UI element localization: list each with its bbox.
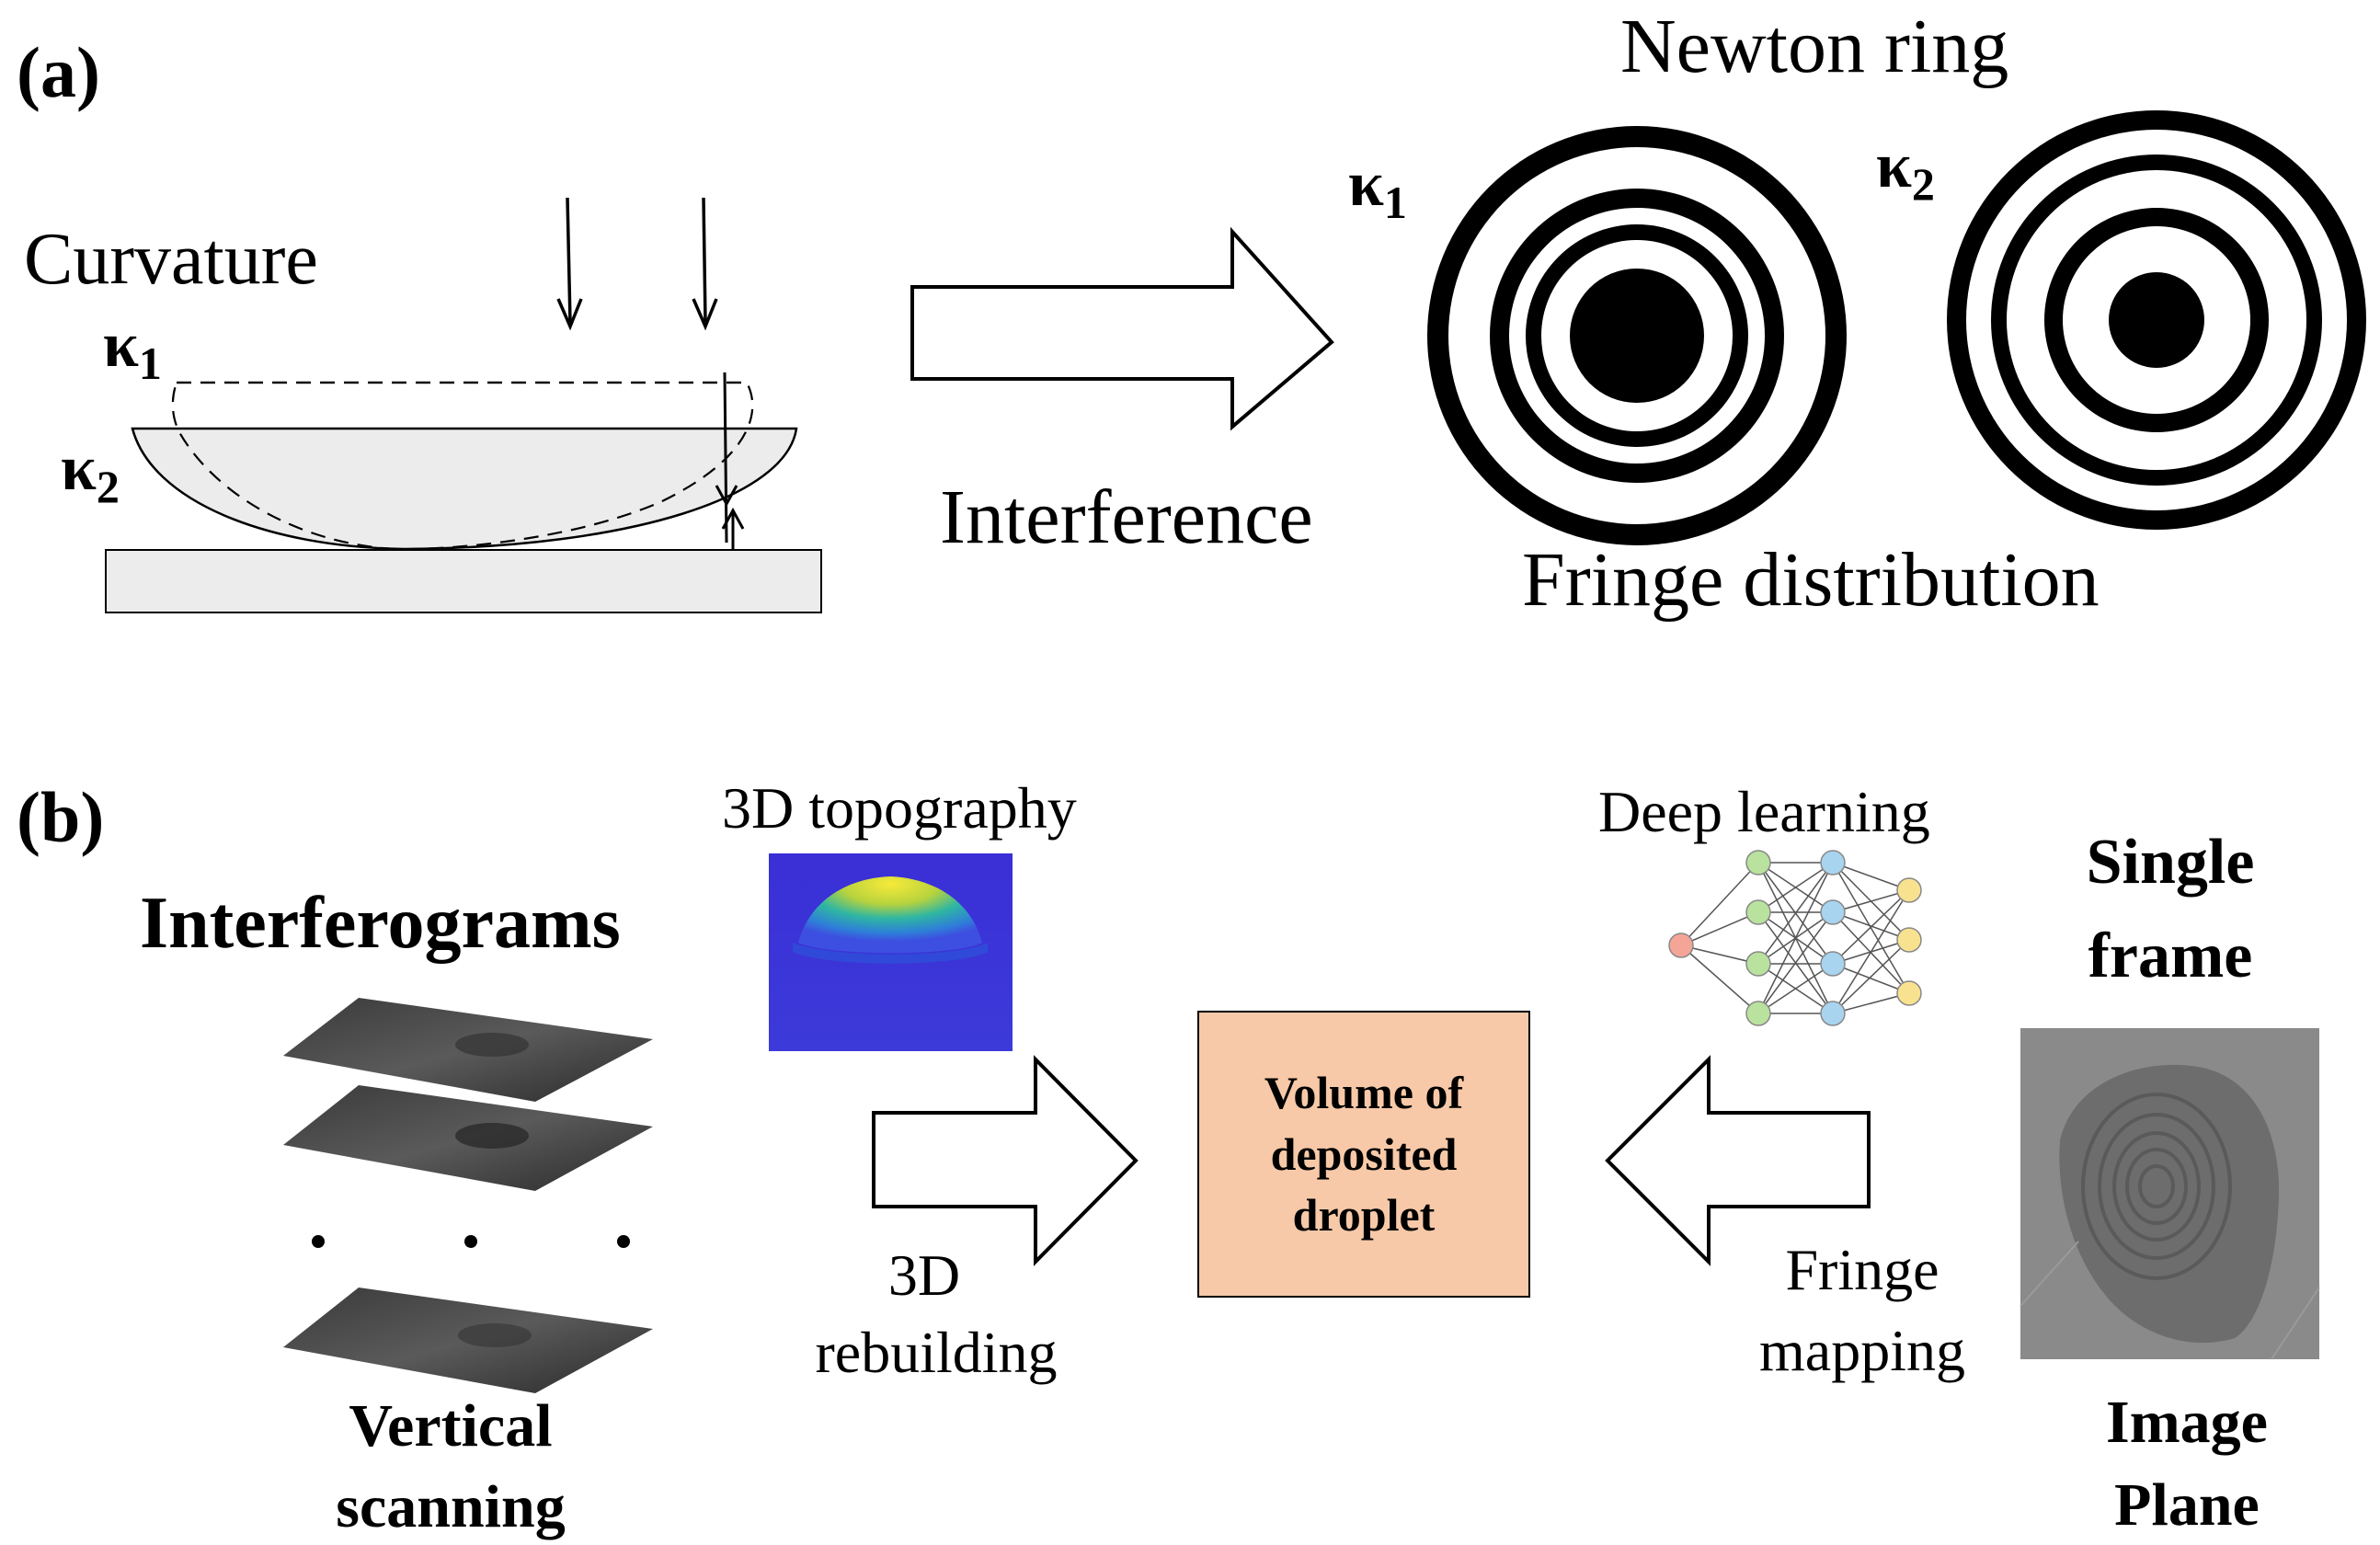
ellipsis-dots — [312, 1235, 630, 1248]
nn-edge — [1757, 963, 1834, 1014]
kappa2-label: κ2 — [61, 433, 120, 512]
nn-node — [1820, 951, 1846, 977]
gap-arrows — [715, 372, 745, 550]
nn-edge — [1832, 992, 1910, 1014]
rebuilding-arrow — [872, 1055, 1139, 1266]
volume-box-line3: droplet — [1293, 1189, 1436, 1241]
fringe-mapping-arrow — [1605, 1055, 1871, 1266]
deep-learning-label: Deep learning — [1598, 779, 1930, 844]
image-plane-label: Image — [2106, 1389, 2268, 1456]
newton-ring-kappa1 — [1427, 126, 1847, 545]
vertical-scanning-label: Vertical — [349, 1392, 552, 1459]
nn-node — [1745, 850, 1771, 876]
nn-node — [1820, 850, 1846, 876]
rebuilding-label: 3D — [888, 1242, 960, 1308]
single-frame-label-2: frame — [2088, 921, 2253, 991]
nn-node — [1820, 899, 1846, 925]
kappa1-label: κ1 — [103, 310, 162, 389]
curvature-label: Curvature — [24, 219, 318, 300]
nn-node — [1745, 899, 1771, 925]
rebuilding-label-2: rebuilding — [815, 1320, 1057, 1385]
nn-edge — [1680, 862, 1759, 946]
interference-label: Interference — [940, 475, 1313, 560]
volume-box-line2: deposited — [1271, 1128, 1458, 1180]
nn-node — [1745, 1001, 1771, 1026]
newton-ring-label: Newton ring — [1620, 4, 2008, 89]
nn-edge — [1832, 862, 1910, 891]
ring-kappa2-label: κ2 — [1876, 131, 1935, 210]
volume-box-line1: Volume of — [1264, 1067, 1465, 1118]
ring-kappa1-label: κ1 — [1348, 149, 1407, 228]
nn-node — [1745, 951, 1771, 977]
vertical-scanning-label-2: scanning — [336, 1473, 565, 1540]
topography-image — [769, 853, 1013, 1051]
newton-ring-kappa2 — [1947, 110, 2366, 530]
nn-edge — [1680, 944, 1759, 1014]
nn-edge — [1757, 862, 1834, 965]
fringe-mapping-label: Fringe — [1785, 1237, 1939, 1302]
panel-b-tag: (b) — [17, 777, 104, 857]
interferogram-stack — [283, 998, 653, 1393]
nn-edge — [1680, 944, 1759, 965]
nn-edge — [1832, 963, 1910, 994]
nn-edge — [1832, 939, 1910, 1014]
image-plane-label-2: Plane — [2114, 1471, 2260, 1539]
interferograms-label: Interferograms — [140, 883, 621, 964]
lens-kappa2 — [131, 427, 798, 551]
nn-node — [1820, 1001, 1846, 1026]
nn-edge — [1757, 862, 1834, 1014]
single-frame-label: Single — [2087, 827, 2255, 898]
volume-box — [1197, 1011, 1530, 1298]
nn-node — [1668, 933, 1694, 958]
incident-light-arrows — [556, 197, 718, 331]
nn-node — [1896, 980, 1922, 1006]
glass-substrate — [105, 549, 822, 613]
nn-edge — [1680, 911, 1759, 946]
nn-node — [1896, 877, 1922, 903]
nn-edge — [1832, 889, 1910, 965]
nn-node — [1896, 927, 1922, 953]
nn-edge — [1757, 911, 1834, 1014]
neural-network-icon — [1668, 850, 1922, 1026]
fringe-distribution-label: Fringe distribution — [1522, 537, 2100, 623]
fringe-mapping-label-2: mapping — [1759, 1318, 1965, 1383]
panel-a-tag: (a) — [17, 32, 100, 112]
nn-edge — [1832, 889, 1910, 1014]
topography-label: 3D topography — [722, 775, 1077, 841]
single-frame-image — [2020, 1028, 2320, 1360]
nn-edge — [1832, 889, 1910, 913]
interference-arrow — [910, 226, 1334, 431]
nn-edge — [1757, 862, 1834, 913]
